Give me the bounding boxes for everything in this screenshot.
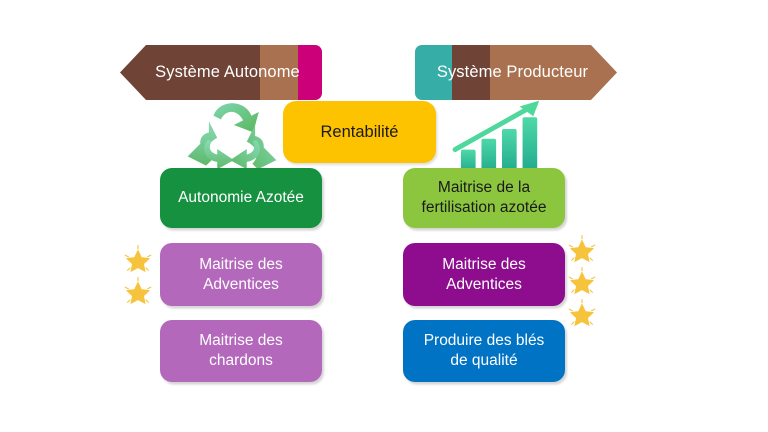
growth-chart-icon (448, 85, 556, 175)
star-icon (124, 277, 152, 304)
box-produire-des-bles-de-qualite-label: Produire des blés de qualité (423, 332, 545, 369)
box-maitrise-des-adventices-right-label: Maitrise des Adventices (442, 255, 526, 293)
box-maitrise-des-chardons[interactable]: Maitrise des chardons (160, 320, 322, 382)
rating-stars-left (122, 244, 154, 308)
banner-left-segment-1 (120, 45, 260, 100)
box-produire-des-bles-de-qualite[interactable]: Produire des blés de qualité (403, 320, 565, 382)
banner-systeme-autonome: Système Autonome (120, 45, 322, 100)
banner-left-segment-3 (298, 45, 322, 100)
star-icon (568, 299, 596, 326)
recycle-icon (182, 88, 282, 173)
banner-left-label: Système Autonome (155, 63, 300, 81)
box-maitrise-des-adventices-left-label: Maitrise des Adventices (199, 255, 283, 293)
box-maitrise-des-chardons-label: Maitrise des chardons (199, 332, 283, 369)
rentabilite-box[interactable]: Rentabilité (283, 101, 436, 163)
banner-right-segment-3 (490, 45, 617, 100)
star-icon (124, 245, 152, 272)
banner-right-label: Système Producteur (436, 63, 589, 81)
banner-right-segment-2 (452, 45, 490, 100)
star-icon (568, 267, 596, 294)
banner-systeme-producteur: Système Producteur (415, 45, 617, 100)
box-maitrise-fertilisation-azotee-label: Maitrise de la fertilisation azotée (421, 179, 547, 216)
box-maitrise-des-adventices-left[interactable]: Maitrise des Adventices (160, 243, 322, 306)
banner-left-segment-2 (260, 45, 298, 100)
banner-right-segment-1 (415, 45, 452, 100)
rentabilite-label: Rentabilité (320, 122, 399, 141)
box-maitrise-des-adventices-right[interactable]: Maitrise des Adventices (403, 243, 565, 306)
box-maitrise-fertilisation-azotee[interactable]: Maitrise de la fertilisation azotée (403, 168, 565, 228)
box-autonomie-azotee[interactable]: Autonomie Azotée (160, 168, 322, 228)
box-autonomie-azotee-label: Autonomie Azotée (178, 189, 304, 207)
rating-stars-right (566, 234, 598, 330)
star-icon (568, 235, 596, 262)
